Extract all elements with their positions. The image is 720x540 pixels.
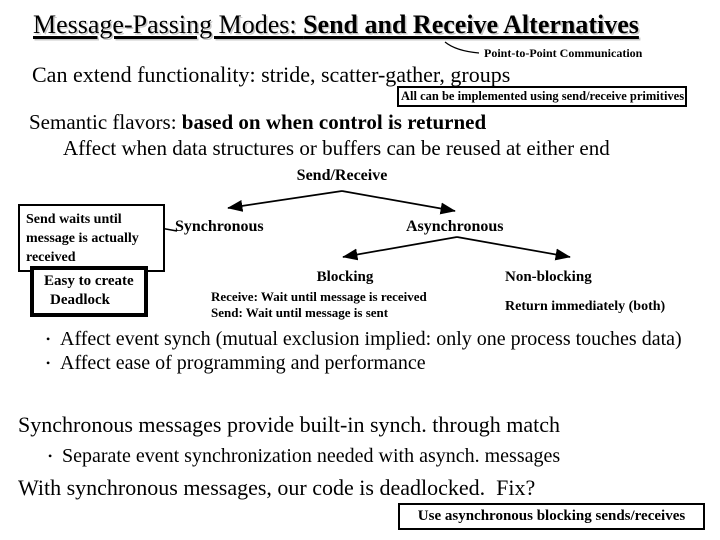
title-regular-part: Message-Passing Modes:	[33, 10, 304, 39]
tree-node-asynchronous: Asynchronous	[406, 218, 504, 235]
semantic-bold-part: based on when control is returned	[181, 110, 487, 134]
blocking-send-note: Send: Wait until message is sent	[211, 305, 389, 320]
deadlock-box-line2: Deadlock	[50, 292, 110, 308]
bullet-text: Separate event synchronization needed wi…	[62, 445, 561, 467]
point-to-point-label: Point-to-Point Communication	[484, 46, 643, 60]
semantic-flavors-line: Semantic flavors: based on when control …	[29, 110, 486, 135]
sync-match-line: Synchronous messages provide built-in sy…	[18, 412, 560, 437]
tree-node-blocking: Blocking	[316, 269, 374, 285]
deadlocked-question-line: With synchronous messages, our code is d…	[18, 475, 536, 500]
non-blocking-note: Return immediately (both)	[505, 299, 666, 314]
send-waits-note-box: Send waits until message is actually rec…	[18, 204, 165, 272]
root-to-synchronous-arrow	[227, 190, 343, 212]
list-item: • Affect ease of programming and perform…	[46, 351, 706, 375]
root-to-asynchronous-arrow	[341, 190, 456, 215]
extend-functionality-line: Can extend functionality: stride, scatte…	[32, 62, 511, 87]
title-bold-part: Send and Receive Alternatives	[303, 10, 639, 39]
effects-bullet-list: • Affect event synch (mutual exclusion i…	[46, 327, 706, 375]
async-bullet-list: • Separate event synchronization needed …	[48, 444, 688, 468]
deadlock-warning-box: Easy to create Deadlock	[30, 266, 148, 317]
bullet-icon: •	[46, 332, 51, 346]
tree-node-synchronous: Synchronous	[175, 218, 264, 235]
blocking-receive-note: Receive: Wait until message is received	[211, 289, 427, 304]
list-item: • Affect event synch (mutual exclusion i…	[46, 327, 706, 351]
title-callout-line	[444, 41, 480, 54]
affect-buffers-line: Affect when data structures or buffers c…	[63, 136, 610, 160]
page-title: Message-Passing Modes: Send and Receive …	[33, 10, 639, 40]
bullet-icon: •	[48, 449, 53, 463]
tree-node-send-receive: Send/Receive	[296, 167, 388, 184]
list-item: • Separate event synchronization needed …	[48, 444, 688, 468]
async-to-blocking-arrow	[342, 236, 458, 261]
fix-answer-box: Use asynchronous blocking sends/receives	[398, 503, 705, 530]
bullet-text: Affect event synch (mutual exclusion imp…	[60, 328, 682, 350]
bullet-icon: •	[46, 356, 51, 370]
semantic-regular-part: Semantic flavors:	[29, 110, 182, 134]
deadlock-box-line1: Easy to create	[44, 273, 134, 289]
primitives-note-box: All can be implemented using send/receiv…	[397, 86, 687, 107]
bullet-text: Affect ease of programming and performan…	[60, 352, 426, 374]
tree-node-non-blocking: Non-blocking	[505, 269, 592, 285]
async-to-nonblocking-arrow	[456, 236, 571, 261]
